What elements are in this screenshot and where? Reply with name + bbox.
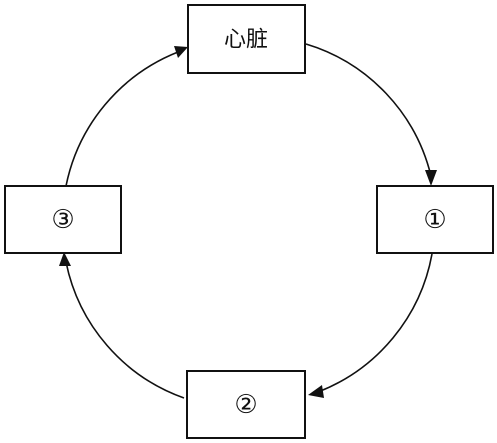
- arrowhead-node-2-to-node-3: [59, 252, 71, 266]
- arrow-node-3-to-heart: [65, 51, 179, 187]
- node-3-label: ③: [51, 205, 74, 235]
- node-3: ③: [4, 185, 122, 254]
- arrow-heart-to-node-1: [305, 43, 432, 177]
- node-2: ②: [186, 370, 306, 439]
- node-1-label: ①: [423, 205, 446, 235]
- node-2-label: ②: [234, 390, 257, 420]
- arrowhead-heart-to-node-1: [425, 170, 437, 186]
- arrowhead-node-1-to-node-2: [308, 385, 324, 398]
- node-heart: 心脏: [187, 4, 306, 74]
- arrowhead-node-3-to-heart: [174, 46, 188, 58]
- node-heart-label: 心脏: [224, 28, 268, 53]
- arrow-node-1-to-node-2: [317, 253, 433, 393]
- node-1: ①: [376, 185, 494, 254]
- arrow-node-2-to-node-3: [65, 261, 185, 399]
